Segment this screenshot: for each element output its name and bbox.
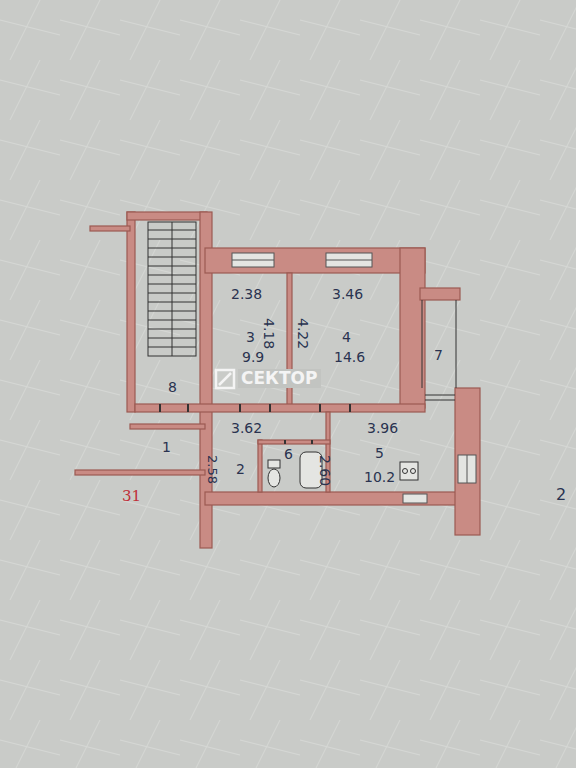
callout-number: 31 (122, 489, 141, 504)
room: 7 (422, 300, 456, 388)
windows (232, 253, 476, 503)
room: 8 (135, 358, 200, 404)
room-area: 14.6 (334, 350, 365, 364)
room: 1 (130, 429, 200, 470)
fixtures (160, 300, 456, 488)
dimension: 3.96 (367, 421, 398, 435)
room-number: 7 (434, 348, 443, 362)
dimension: 2.60 (318, 455, 332, 486)
dimension: 2.38 (231, 287, 262, 301)
dimension: 4.18 (262, 318, 276, 349)
room-number: 3 (246, 330, 255, 344)
room-area: 9.9 (242, 350, 264, 364)
watermark-logo (216, 370, 234, 388)
room: 6 (262, 444, 326, 492)
dimension: 3.46 (332, 287, 363, 301)
room-number: 2 (236, 462, 245, 476)
room-number: 8 (168, 380, 177, 394)
room-number: 5 (375, 446, 384, 460)
room-number: 4 (342, 330, 351, 344)
dimension: 2.58 (206, 455, 219, 484)
room-area: 10.2 (364, 470, 395, 484)
dimension: 3.62 (231, 421, 262, 435)
callout-number: 2 (556, 487, 566, 503)
room-number: 6 (284, 447, 293, 461)
dimension: 4.22 (296, 318, 310, 349)
walls (75, 212, 480, 548)
watermark: СЕКТОР (238, 369, 321, 388)
room-number: 1 (162, 440, 171, 454)
stairs (148, 222, 196, 356)
